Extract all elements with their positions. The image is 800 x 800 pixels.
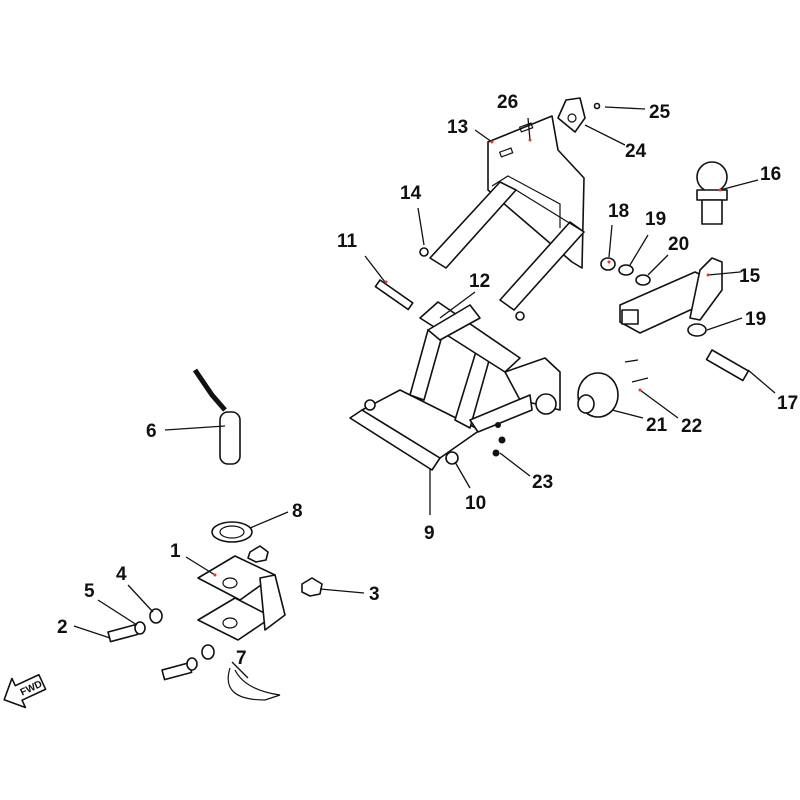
hitch-frame-part <box>349 301 561 471</box>
callout-4: 4 <box>116 564 127 585</box>
callout-23: 23 <box>532 472 553 493</box>
callout-11: 11 <box>337 231 358 252</box>
callout-labels: 1 2 3 4 5 6 7 8 9 10 11 12 13 14 15 16 1… <box>57 92 798 669</box>
license-plate-bracket-part <box>429 115 585 311</box>
callout-3: 3 <box>369 584 380 605</box>
callout-9: 9 <box>424 523 435 544</box>
callout-12: 12 <box>469 271 490 292</box>
callout-19-upper: 19 <box>645 209 666 230</box>
callout-2: 2 <box>57 617 68 638</box>
hardware-parts <box>107 97 750 701</box>
callout-24: 24 <box>625 141 647 162</box>
callout-10: 10 <box>465 493 486 514</box>
callout-7: 7 <box>236 648 247 669</box>
callout-14: 14 <box>400 183 422 204</box>
callout-16: 16 <box>760 164 781 185</box>
callout-6: 6 <box>146 421 157 442</box>
fwd-direction-arrow-icon: FWD <box>3 673 47 709</box>
callout-5: 5 <box>84 581 95 602</box>
callout-18: 18 <box>608 201 629 222</box>
callout-19-lower: 19 <box>745 309 766 330</box>
callout-22: 22 <box>681 416 702 437</box>
callout-15: 15 <box>739 266 761 287</box>
leader-lines <box>73 106 776 679</box>
callout-21: 21 <box>646 415 668 436</box>
callout-20: 20 <box>668 234 689 255</box>
callout-13: 13 <box>447 117 468 138</box>
callout-1: 1 <box>170 541 181 562</box>
callout-17: 17 <box>777 393 798 414</box>
callout-26: 26 <box>497 92 518 113</box>
callout-25: 25 <box>649 102 671 123</box>
callout-8: 8 <box>292 501 303 522</box>
reference-dots <box>213 138 722 577</box>
